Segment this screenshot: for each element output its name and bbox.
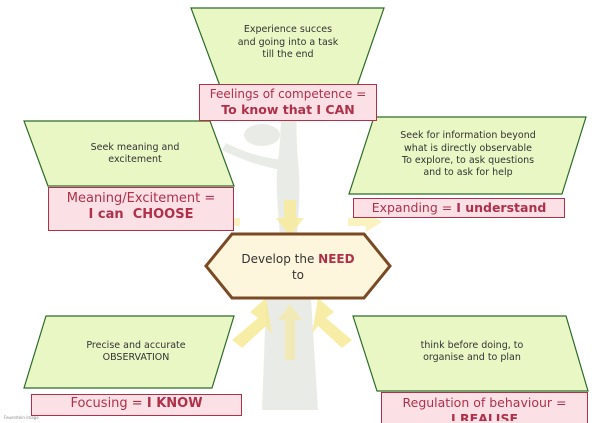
expanding-label: Expanding = I understand — [353, 198, 565, 218]
i-can-choose-line: I can CHOOSE — [49, 207, 233, 223]
to-know-that-i-can-line: To know that I CAN — [221, 102, 355, 117]
i-know-text: I KNOW — [146, 396, 203, 411]
i-can-text: I can — [88, 207, 124, 223]
develop-the-text: Develop the — [241, 251, 319, 266]
develop-the-need-line: Develop the NEED — [241, 251, 354, 267]
center-hexagon-text: Develop the NEED to — [228, 244, 368, 290]
regulation-of-behaviour-line1: Regulation of behaviour = — [402, 395, 567, 410]
left-upper-parallelogram — [23, 120, 235, 187]
left-lower-block-text: Precise and accurate OBSERVATION — [86, 339, 186, 363]
to-text: to — [291, 268, 305, 282]
meaning-excitement-label: Meaning/Excitement = I can CHOOSE — [48, 187, 234, 231]
arrow-down — [278, 304, 302, 360]
regulation-of-behaviour-label: Regulation of behaviour = I REALISE — [381, 392, 588, 423]
focusing-text: Focusing = — [70, 396, 147, 411]
i-realise-line: I REALISE — [451, 410, 518, 421]
feelings-of-competence-label: Feelings of competence = To know that I … — [199, 84, 377, 121]
right-upper-parallelogram — [348, 116, 587, 195]
need-text: NEED — [318, 251, 355, 266]
choose-text: CHOOSE — [132, 207, 194, 223]
left-upper-block-text: Seek meaning and excitement — [90, 141, 180, 165]
expanding-text: Expanding = — [371, 200, 457, 215]
center-hexagon — [204, 232, 392, 300]
right-lower-block-text: think before doing, to organise and to p… — [420, 339, 524, 363]
feelings-of-competence-line1: Feelings of competence = — [209, 87, 367, 101]
meaning-excitement-line1: Meaning/Excitement = — [66, 191, 216, 206]
top-block-text: Experience succes and going into a task … — [237, 24, 339, 61]
image-credit: Feuerstein image — [4, 415, 39, 420]
i-understand-text: I understand — [456, 200, 547, 215]
arrow-down-left — [232, 298, 272, 348]
right-upper-block-text: Seek for information beyond what is dire… — [400, 130, 536, 179]
arrow-down-right — [312, 298, 352, 348]
focusing-label: Focusing = I KNOW — [31, 394, 242, 416]
right-lower-parallelogram — [352, 315, 589, 392]
left-lower-parallelogram — [23, 315, 235, 389]
arrow-up — [276, 200, 304, 236]
